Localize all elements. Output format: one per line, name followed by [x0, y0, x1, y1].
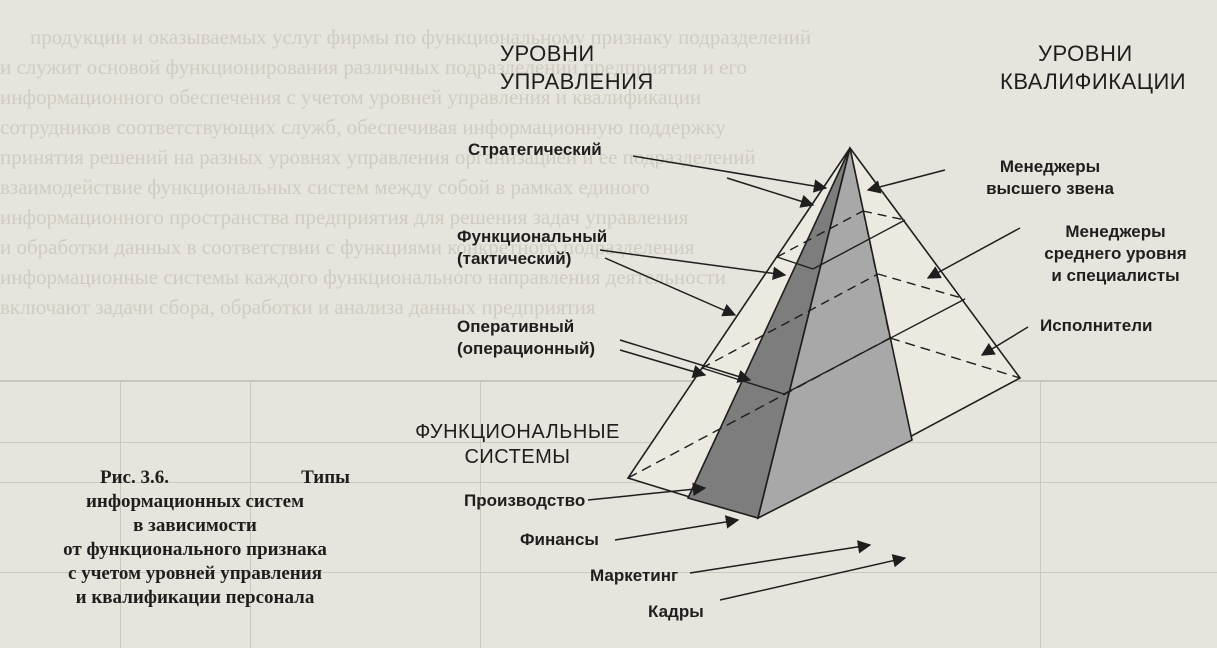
- label-operational: Оперативный (операционный): [457, 316, 595, 360]
- label-middle-managers: Менеджеры среднего уровня и специалисты: [1028, 221, 1203, 287]
- heading-line: КВАЛИФИКАЦИИ: [1000, 69, 1187, 94]
- caption-line: с учетом уровней управления: [68, 563, 322, 584]
- heading-line: УРОВНИ: [1038, 41, 1133, 66]
- label-executors: Исполнители: [1040, 316, 1153, 335]
- figure-caption: Рис. 3.6. Типы информационных систем в з…: [30, 466, 360, 610]
- label-line: среднего уровня: [1044, 244, 1187, 263]
- label-line: Оперативный: [457, 317, 575, 336]
- heading-levels-qualification: УРОВНИ КВАЛИФИКАЦИИ: [1000, 40, 1186, 96]
- background-table: [0, 380, 1217, 648]
- label-line: Функциональный: [457, 227, 608, 246]
- label-line: (тактический): [457, 249, 572, 268]
- heading-functional-systems: ФУНКЦИОНАЛЬНЫЕ СИСТЕМЫ: [405, 420, 630, 470]
- label-line: (операционный): [457, 339, 596, 358]
- caption-line: от функционального признака: [63, 539, 327, 560]
- label-line: Менеджеры: [999, 157, 1101, 176]
- label-personnel: Кадры: [648, 602, 704, 621]
- heading-line: УРОВНИ: [500, 41, 595, 66]
- label-line: и специалисты: [1051, 266, 1180, 285]
- caption-word: Типы: [301, 467, 350, 488]
- caption-line: и квалификации персонала: [75, 587, 315, 608]
- caption-line: информационных систем: [85, 491, 305, 512]
- label-production: Производство: [464, 491, 586, 510]
- caption-line: в зависимости: [133, 515, 257, 536]
- heading-line: ФУНКЦИОНАЛЬНЫЕ: [415, 421, 620, 443]
- label-strategic: Стратегический: [468, 140, 602, 159]
- caption-figure-number: Рис. 3.6.: [100, 467, 169, 488]
- label-marketing: Маркетинг: [590, 566, 679, 585]
- label-functional: Функциональный (тактический): [457, 226, 607, 270]
- label-finance: Финансы: [520, 530, 599, 549]
- label-line: Менеджеры: [1065, 222, 1166, 241]
- heading-line: УПРАВЛЕНИЯ: [500, 69, 654, 94]
- label-line: высшего звена: [986, 179, 1114, 198]
- label-top-managers: Менеджеры высшего звена: [955, 156, 1145, 200]
- heading-levels-management: УРОВНИ УПРАВЛЕНИЯ: [500, 40, 654, 96]
- heading-line: СИСТЕМЫ: [464, 446, 571, 468]
